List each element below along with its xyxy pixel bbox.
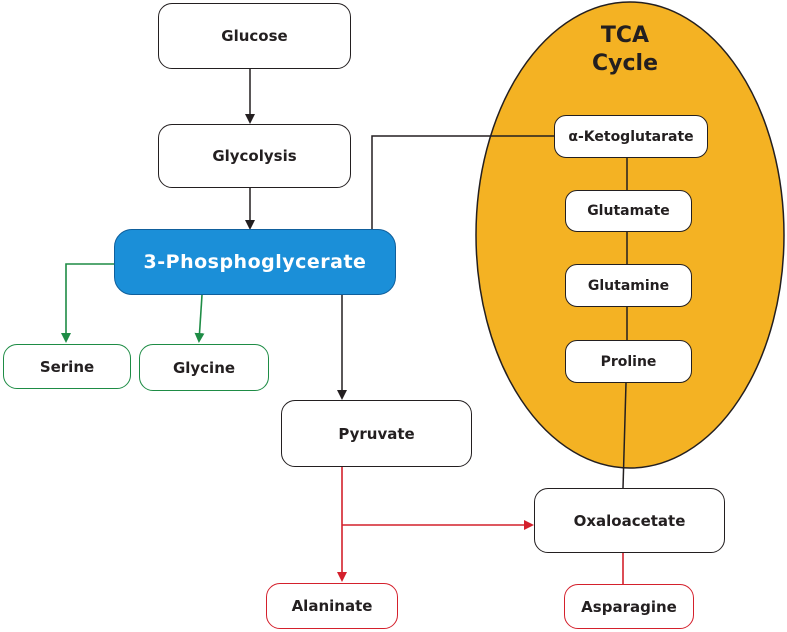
arrow-phosphoglycerate-glycine: [194, 294, 205, 343]
node-glycine[interactable]: Glycine: [139, 344, 269, 391]
node-alaninate[interactable]: Alaninate: [266, 583, 398, 629]
node-glutamate[interactable]: Glutamate: [565, 190, 692, 232]
link-phosphoglycerate-ketoglutarate: [371, 135, 554, 229]
node-asparagine[interactable]: Asparagine: [564, 584, 694, 629]
node-pyruvate[interactable]: Pyruvate: [281, 400, 472, 467]
arrow-phosphoglycerate-serine: [61, 263, 114, 343]
link-proline-oxaloacetate: [622, 382, 627, 489]
node-glutamine[interactable]: Glutamine: [565, 264, 692, 307]
node-oxaloacetate[interactable]: Oxaloacetate: [534, 488, 725, 553]
tca-cycle-title: TCA Cycle: [560, 22, 690, 78]
node-alpha-ketoglutarate[interactable]: α-Ketoglutarate: [554, 115, 708, 158]
node-3-phosphoglycerate[interactable]: 3-Phosphoglycerate: [114, 229, 396, 295]
node-glycolysis[interactable]: Glycolysis: [158, 124, 351, 188]
node-proline[interactable]: Proline: [565, 340, 692, 383]
tca-title-line1: TCA: [600, 23, 650, 48]
tca-title-line2: Cycle: [592, 51, 658, 76]
tca-cycle-ellipse: [475, 1, 785, 469]
node-glucose[interactable]: Glucose: [158, 3, 351, 69]
node-serine[interactable]: Serine: [3, 344, 131, 389]
